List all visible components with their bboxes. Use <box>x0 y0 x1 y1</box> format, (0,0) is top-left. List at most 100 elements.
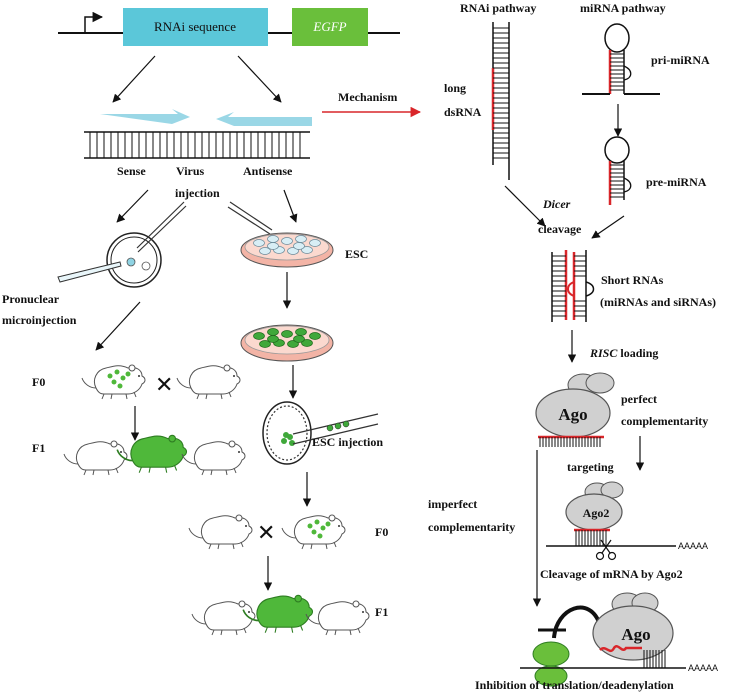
left-f1-mouse-wt-1 <box>63 440 128 476</box>
pre-mirna-label: pre-miRNA <box>646 175 707 189</box>
pri-mirna-hairpin <box>582 23 660 95</box>
imperfect-label-2: complementarity <box>428 520 515 534</box>
short-rnas-sublabel: (miRNAs and siRNAs) <box>600 295 716 309</box>
esc-cell-green <box>281 330 293 338</box>
virus-label: Virus <box>176 164 205 178</box>
ago-label: Ago <box>558 405 587 424</box>
arrow-dsrna-to-dicer <box>504 185 546 227</box>
pronuclear-label-2: microinjection <box>2 313 77 327</box>
esc-dish-infected <box>240 324 334 362</box>
antisense-arrow <box>216 112 312 126</box>
ago-bottom-label: Ago <box>621 625 650 644</box>
right-f1-mouse-wt-1 <box>191 600 256 636</box>
perfect-label-2: complementarity <box>621 414 708 428</box>
arrow-to-pronuclear <box>116 189 149 223</box>
promoter-arrow <box>84 11 104 33</box>
esc-cell <box>267 242 279 250</box>
mechanism-label: Mechanism <box>338 90 397 104</box>
right-f0-mouse-wildtype <box>188 514 253 550</box>
rnai-sequence-label: RNAi sequence <box>154 19 236 34</box>
inhibition-caption: Inhibition of translation/deadenylation <box>475 678 674 692</box>
antisense-label: Antisense <box>243 164 293 178</box>
esc-label: ESC <box>345 247 368 261</box>
pre-mirna-hairpin <box>604 136 632 205</box>
right-cross-icon: ✕ <box>257 521 275 546</box>
long-label: long <box>444 81 466 95</box>
esc-cell-green <box>295 328 307 336</box>
pronuclear-label-1: Pronuclear <box>2 292 60 306</box>
arrow-pronuclear-to-f0 <box>95 301 141 351</box>
polyA-label-2: AAAAA <box>688 663 718 673</box>
esc-cell <box>301 246 313 254</box>
dsrna-label: dsRNA <box>444 105 482 119</box>
esc-cell-green <box>301 339 313 347</box>
shrna-hairpin <box>84 109 312 159</box>
left-f1-mouse-wt-2 <box>181 440 246 476</box>
injection-label: injection <box>175 186 220 200</box>
esc-cell <box>253 239 265 247</box>
esc-cell-green <box>267 335 279 343</box>
translation-inhibition-complex <box>520 592 686 687</box>
ago-complex <box>535 372 615 447</box>
left-f0-mouse-wildtype <box>176 364 241 400</box>
rnai-pathway-title: RNAi pathway <box>460 1 536 15</box>
esc-cell-green <box>309 332 321 340</box>
left-cross-icon: ✕ <box>155 373 173 398</box>
egfp-box <box>292 8 368 46</box>
construct: RNAi sequence EGFP <box>58 8 400 46</box>
imperfect-label-1: imperfect <box>428 497 477 511</box>
cleavage-by-ago2-caption: Cleavage of mRNA by Ago2 <box>540 567 683 581</box>
esc-cell-green <box>293 335 305 343</box>
esc-cell-green <box>253 332 265 340</box>
ago2-label: Ago2 <box>583 506 610 520</box>
left-f1-mouse-green <box>116 434 188 474</box>
esc-cell <box>309 239 321 247</box>
right-f0-mouse-transgenic <box>281 514 346 550</box>
polyA-label-1: AAAAA <box>678 541 708 551</box>
arrow-to-esc <box>283 189 298 223</box>
risc-loading-label: RISC loading <box>589 346 658 360</box>
pronuclear-injection-illustration <box>57 201 187 288</box>
perfect-label-1: perfect <box>621 392 657 406</box>
virus-pipette-right <box>227 201 273 235</box>
short-rnas <box>551 250 595 322</box>
cleavage-label: cleavage <box>538 222 582 236</box>
right-f1-mouse-wt-2 <box>305 600 370 636</box>
esc-cell-green <box>267 328 279 336</box>
loading-label: loading <box>617 346 658 360</box>
right-f1-label: F1 <box>375 605 388 619</box>
pri-mirna-label: pri-miRNA <box>651 53 710 67</box>
esc-cell-green <box>259 340 271 348</box>
arrow-construct-left <box>112 55 156 103</box>
sense-label: Sense <box>117 164 146 178</box>
left-f1-label: F1 <box>32 441 45 455</box>
left-f0-label: F0 <box>32 375 45 389</box>
risc-label: RISC <box>589 346 618 360</box>
esc-cell <box>287 247 299 255</box>
arrow-pre-to-dicer <box>591 215 625 239</box>
esc-cell <box>267 235 279 243</box>
hairpin-rungs <box>89 132 301 158</box>
short-rnas-label: Short RNAs <box>601 273 664 287</box>
esc-cell <box>295 235 307 243</box>
esc-cell <box>293 242 305 250</box>
esc-dish-uninfected <box>240 232 334 268</box>
dicer-label: Dicer <box>542 197 571 211</box>
left-f0-mouse-transgenic <box>81 364 146 400</box>
right-f0-label: F0 <box>375 525 388 539</box>
ago2-complex <box>546 481 676 561</box>
mirna-pathway-title: miRNA pathway <box>580 1 666 15</box>
esc-injection-label: ESC injection <box>312 435 383 449</box>
esc-cell <box>281 237 293 245</box>
blastocyst-injection-illustration <box>262 401 379 465</box>
esc-cell-green <box>287 340 299 348</box>
sense-arrow <box>100 109 190 124</box>
scissors-icon <box>595 539 617 561</box>
egfp-label: EGFP <box>312 19 346 34</box>
targeting-label: targeting <box>567 460 614 474</box>
rnai-sequence-box <box>123 8 268 46</box>
esc-cell <box>259 247 271 255</box>
arrow-construct-right <box>237 55 282 103</box>
long-dsrna <box>491 22 510 180</box>
